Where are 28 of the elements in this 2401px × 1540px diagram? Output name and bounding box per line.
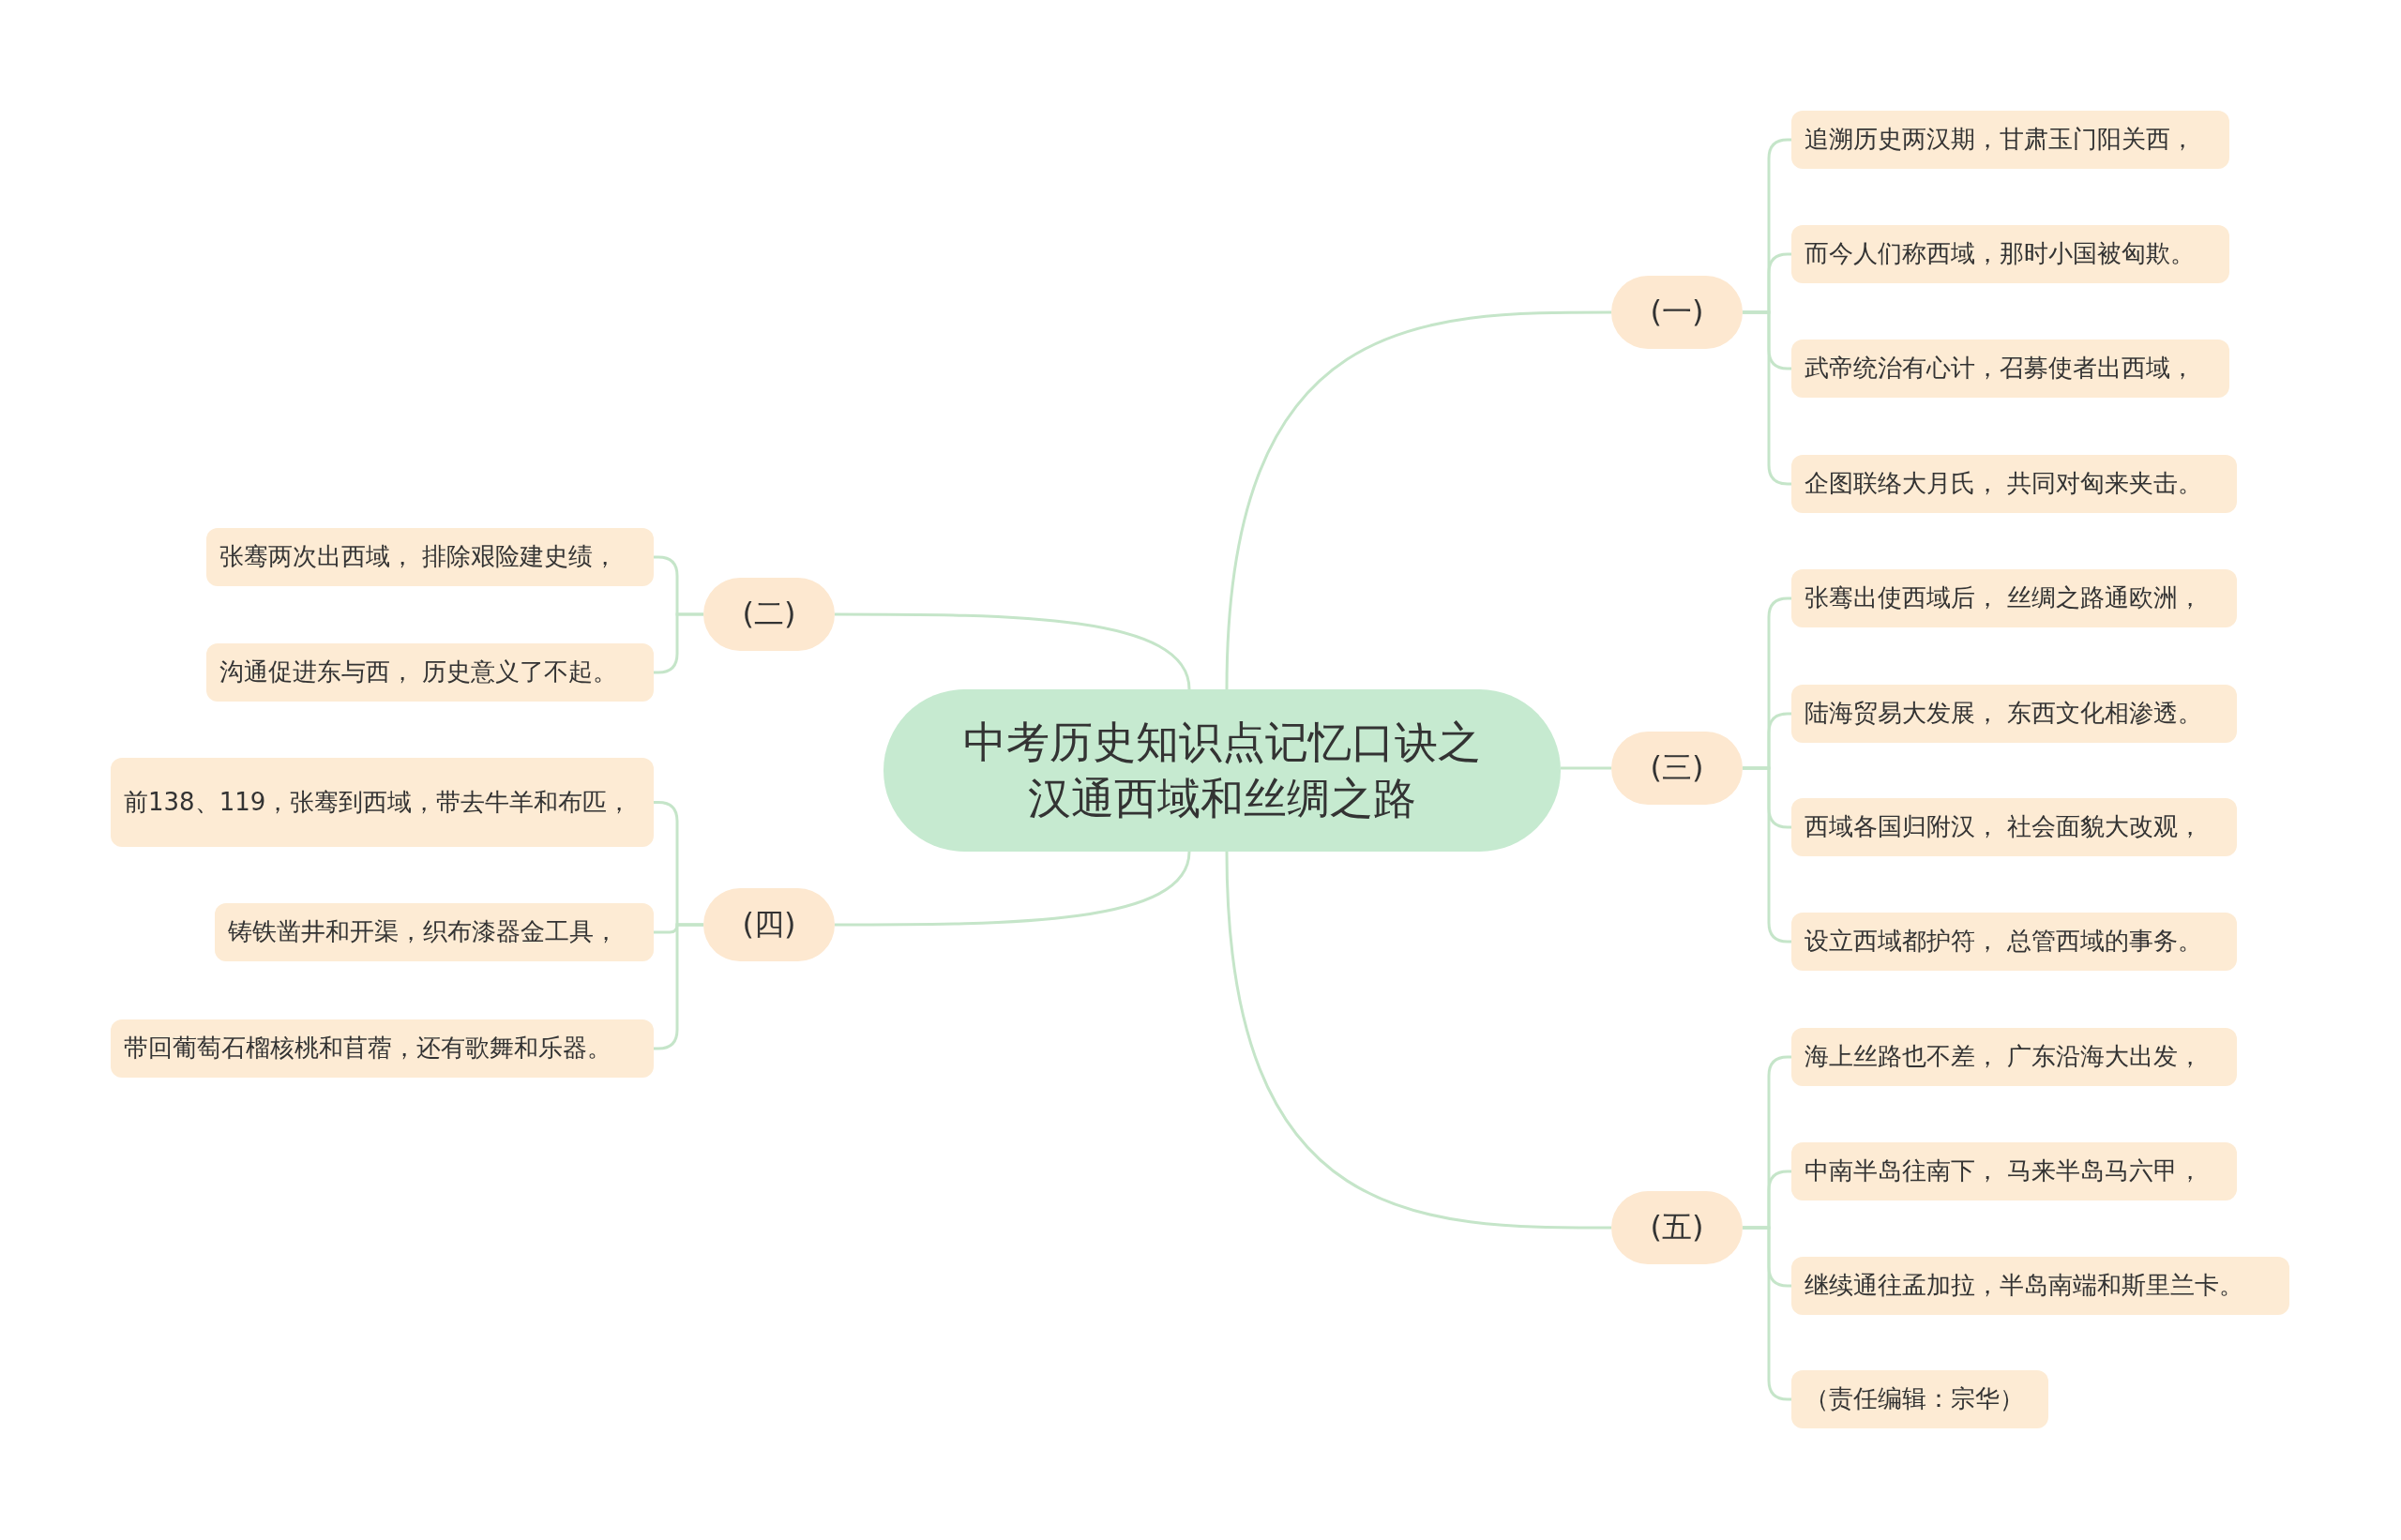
branch-topic: (五): [1611, 1191, 1743, 1264]
leaf-topic: 陆海贸易大发展， 东西文化相渗透。: [1791, 685, 2237, 743]
leaf-topic: 张骞两次出西域， 排除艰险建史绩，: [206, 528, 654, 586]
connector-line: [1561, 766, 1611, 770]
branch-topic: (二): [703, 578, 835, 651]
connector-line: [1225, 310, 1611, 690]
connector-line: [835, 851, 1191, 927]
leaf-topic: 前138、119，张骞到西域，带去牛羊和布匹，: [111, 758, 654, 847]
leaf-topic: 海上丝路也不差， 广东沿海大出发，: [1791, 1028, 2237, 1086]
leaf-topic: 武帝统治有心计，召募使者出西域，: [1791, 340, 2229, 398]
branch-topic: (一): [1611, 276, 1743, 349]
leaf-topic: 追溯历史两汉期，甘肃玉门阳关西，: [1791, 111, 2229, 169]
connector-line: [835, 612, 1191, 690]
central-topic: 中考历史知识点记忆口诀之汉通西域和丝绸之路: [883, 689, 1561, 852]
leaf-topic: 企图联络大月氏， 共同对匈来夹击。: [1791, 455, 2237, 513]
branch-topic: (三): [1611, 732, 1743, 805]
leaf-topic: 设立西域都护符， 总管西域的事务。: [1791, 913, 2237, 971]
leaf-topic: 带回葡萄石榴核桃和苜蓿，还有歌舞和乐器。: [111, 1019, 654, 1078]
leaf-topic: 而今人们称西域，那时小国被匈欺。: [1791, 225, 2229, 283]
leaf-topic: 继续通往孟加拉，半岛南端和斯里兰卡。: [1791, 1257, 2289, 1315]
leaf-topic: 铸铁凿井和开渠，织布漆器金工具，: [215, 903, 654, 961]
leaf-topic: 沟通促进东与西， 历史意义了不起。: [206, 643, 654, 702]
connector-line: [1225, 851, 1611, 1230]
leaf-topic: 西域各国归附汉， 社会面貌大改观，: [1791, 798, 2237, 856]
leaf-topic: （责任编辑：宗华）: [1791, 1370, 2048, 1428]
leaf-topic: 中南半岛往南下， 马来半岛马六甲，: [1791, 1142, 2237, 1200]
leaf-topic: 张骞出使西域后， 丝绸之路通欧洲，: [1791, 569, 2237, 627]
branch-topic: (四): [703, 888, 835, 961]
